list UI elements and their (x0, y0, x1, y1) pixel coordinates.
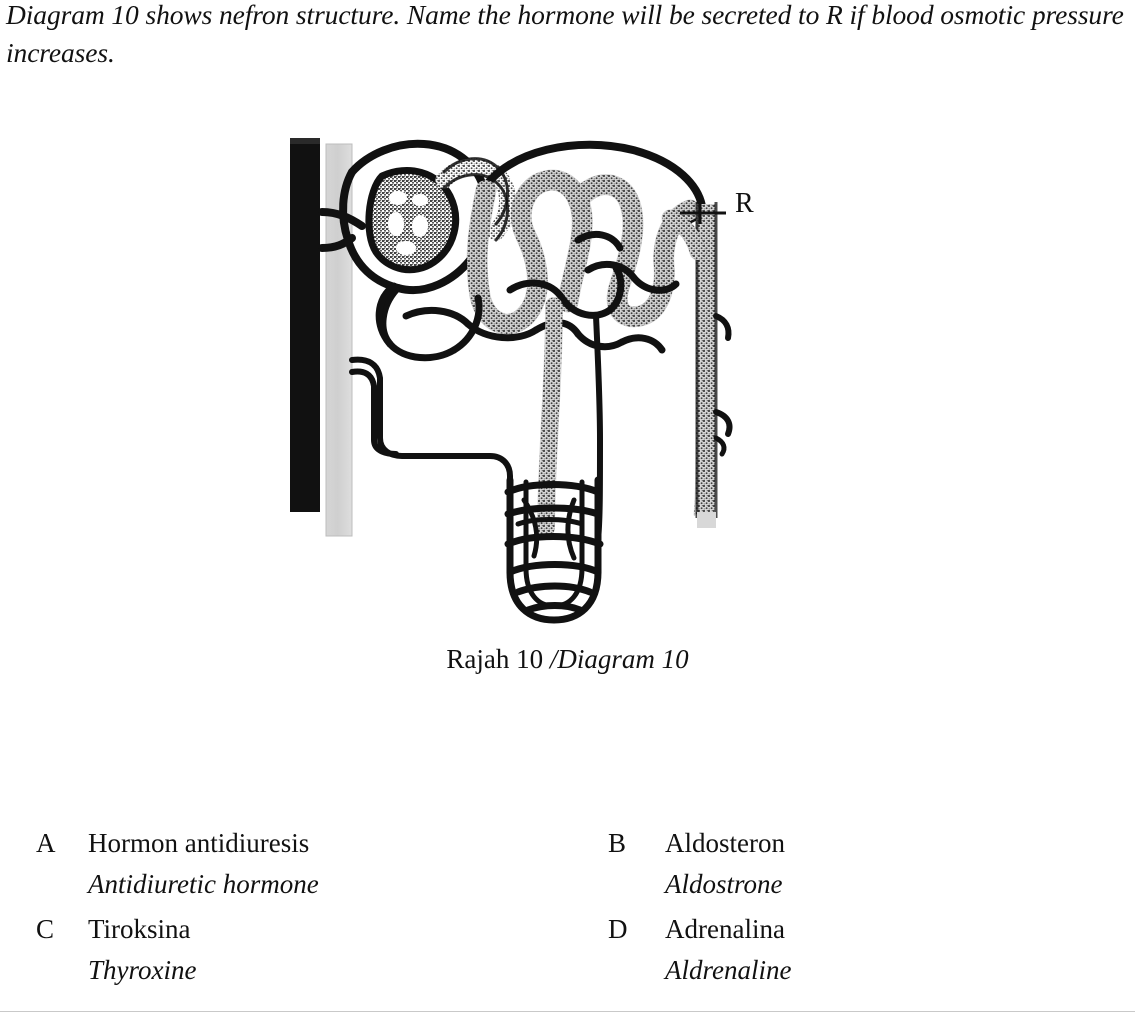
option-c-malay: Tiroksina (88, 914, 191, 944)
answer-options: A Hormon antidiuresis Antidiuretic hormo… (0, 826, 1135, 986)
loop-of-henle (504, 297, 604, 624)
option-a-letter: A (36, 828, 56, 858)
figure-caption: Rajah 10 /Diagram 10 (0, 641, 1135, 677)
capsule-wall-band (325, 143, 353, 537)
option-c-english: Thyroxine (88, 955, 197, 985)
r-pointer-line (680, 202, 726, 224)
caption-malay: Rajah 10 (446, 644, 550, 674)
peritubular-capillaries (375, 230, 680, 362)
option-c-letter: C (36, 914, 55, 944)
collecting-duct (661, 202, 733, 528)
option-a-english: Antidiuretic hormone (88, 869, 319, 899)
option-b-english: Aldostrone (665, 869, 783, 899)
glomerulus (365, 157, 517, 274)
option-b-malay: Aldosteron (665, 828, 785, 858)
distal-convoluted-tubule (567, 174, 701, 328)
option-a-malay: Hormon antidiuresis (88, 828, 310, 858)
option-d-english: Aldrenaline (665, 955, 792, 985)
nephron-diagram (290, 138, 733, 624)
option-d-letter: D (608, 914, 628, 944)
figure-container: R (0, 112, 1135, 642)
option-d-malay: Adrenalina (665, 914, 785, 944)
caption-english: /Diagram 10 (549, 644, 689, 674)
label-r: R (735, 188, 754, 219)
renal-artery-bar (290, 138, 320, 512)
question-stem: Diagram 10 shows nefron structure. Name … (6, 0, 1124, 68)
efferent-duct (349, 356, 513, 523)
option-b-letter: B (608, 828, 627, 858)
proximal-convoluted-tubule (466, 169, 593, 335)
